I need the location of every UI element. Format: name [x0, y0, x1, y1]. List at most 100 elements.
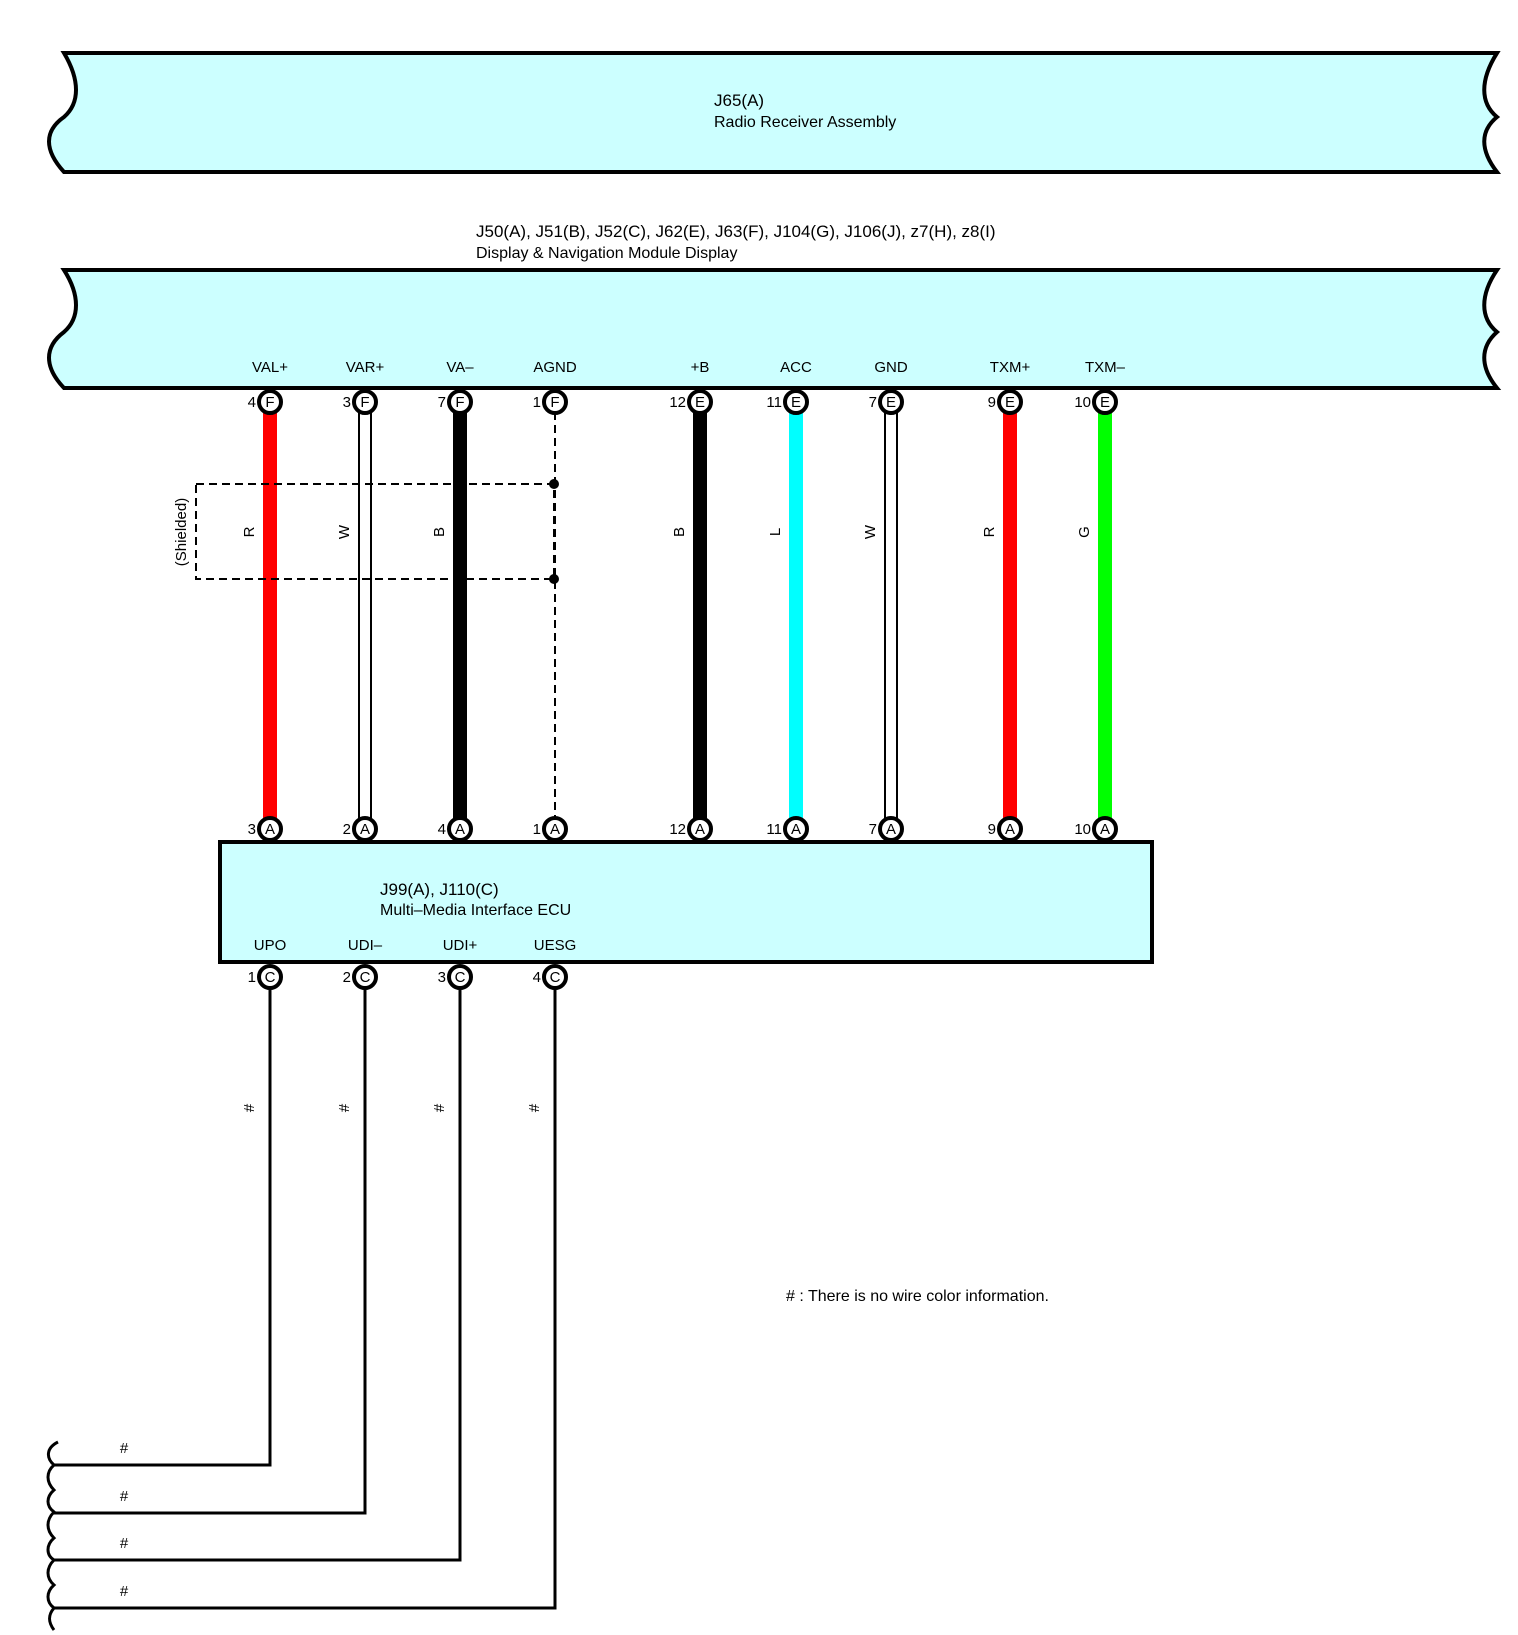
lower-wire-end-label: # [120, 1583, 129, 1600]
lower-pin-connector [352, 964, 378, 990]
top-pin-number: 12 [669, 394, 686, 411]
lower-wire-color-code: # [241, 1103, 258, 1112]
shield-label: (Shielded) [173, 498, 190, 566]
ecu-name: Multi–Media Interface ECU [380, 902, 571, 919]
display-module-codes: J50(A), J51(B), J52(C), J62(E), J63(F), … [476, 222, 996, 241]
lower-wire-color-code: # [431, 1103, 448, 1112]
wire-6: WGND7E7AGND [862, 359, 908, 866]
bottom-pin-number: 10 [1074, 821, 1091, 838]
top-pin-connector [257, 389, 283, 415]
top-signal-label: TXM– [1085, 359, 1126, 376]
top-signal-label: VAL+ [252, 359, 288, 376]
top-pin-connector-letter: E [1005, 394, 1015, 411]
lower-wire-line [54, 988, 557, 1610]
wire-color-code: B [431, 527, 448, 537]
bottom-pin-connector-letter: A [1100, 821, 1110, 838]
wire-color-code: R [241, 526, 258, 537]
top-pin-connector [542, 389, 568, 415]
top-pin-connector [878, 389, 904, 415]
lower-pin-connector-letter: C [550, 969, 561, 986]
bottom-pin-number: 2 [343, 821, 351, 838]
top-pin-connector-letter: E [695, 394, 705, 411]
top-pin-number: 3 [343, 394, 351, 411]
top-pin-connector [352, 389, 378, 415]
shield-box: (Shielded) [173, 479, 559, 584]
top-pin-connector [687, 389, 713, 415]
lower-wire-line [54, 988, 272, 1467]
wire-color-code: R [981, 526, 998, 537]
bottom-pin-connector-letter: A [695, 821, 705, 838]
radio-receiver-code: J65(A) [714, 91, 764, 110]
top-signal-label: +B [691, 359, 710, 376]
wire-color-code: B [671, 527, 688, 537]
top-pin-number: 9 [988, 394, 996, 411]
lower-wire-color-code: # [526, 1103, 543, 1112]
top-pin-connector [1092, 389, 1118, 415]
ecu-panel [218, 840, 1154, 964]
top-pin-connector-letter: F [360, 394, 369, 411]
top-pin-connector-letter: E [1100, 394, 1110, 411]
top-pin-connector [783, 389, 809, 415]
top-pin-number: 7 [869, 394, 877, 411]
top-signal-label: GND [874, 359, 908, 376]
bottom-pin-connector-letter: A [265, 821, 275, 838]
shield-outline [195, 483, 555, 580]
lower-wire-color-code: # [336, 1103, 353, 1112]
bottom-pin-connector-letter: A [886, 821, 896, 838]
wire-3: AGND1F1AUSD1 [533, 359, 577, 866]
top-pin-connector-letter: F [455, 394, 464, 411]
multimedia-interface-ecu: J99(A), J110(C) Multi–Media Interface EC… [218, 840, 1154, 964]
top-pin-connector [997, 389, 1023, 415]
lower-wire-end-label: # [120, 1535, 129, 1552]
top-signal-label: VA– [446, 359, 474, 376]
lower-pin-connector-letter: C [360, 969, 371, 986]
top-pin-number: 10 [1074, 394, 1091, 411]
top-pin-connector-letter: E [886, 394, 896, 411]
bottom-pin-connector-letter: A [1005, 821, 1015, 838]
bottom-pin-number: 7 [869, 821, 877, 838]
lower-wire-line [54, 988, 462, 1562]
wire-color-code: W [336, 524, 353, 539]
top-pin-connector-letter: F [550, 394, 559, 411]
lower-pin-connector [257, 964, 283, 990]
ecu-lower-signal-label: UESG [534, 937, 577, 954]
ecu-codes: J99(A), J110(C) [380, 880, 499, 899]
lower-pin-connector-letter: C [265, 969, 276, 986]
display-navigation-module-panel [47, 268, 1502, 390]
bottom-pin-connector-letter: A [791, 821, 801, 838]
radio-receiver-name: Radio Receiver Assembly [714, 114, 896, 131]
bottom-pin-number: 9 [988, 821, 996, 838]
lower-wire-line [54, 988, 367, 1515]
bottom-pin-number: 11 [766, 821, 782, 838]
shield-junction-bottom [549, 574, 559, 584]
radio-receiver-panel [47, 51, 1502, 174]
wire-color-note: # : There is no wire color information. [786, 1288, 1049, 1305]
bottom-pin-connector-letter: A [455, 821, 465, 838]
shield-junction-top [549, 479, 559, 489]
radio-receiver-assembly: J65(A) Radio Receiver Assembly [47, 51, 1502, 174]
harness-break-symbol [46, 1440, 59, 1631]
lower-pin-connector [542, 964, 568, 990]
lower-pin-number: 4 [533, 969, 541, 986]
lower-pin-connector [447, 964, 473, 990]
lower-wire-end-label: # [120, 1488, 129, 1505]
top-pin-connector-letter: F [265, 394, 274, 411]
top-pin-number: 11 [766, 394, 782, 411]
wire-color-code: G [1076, 526, 1093, 538]
top-signal-label: VAR+ [346, 359, 385, 376]
lower-pin-number: 1 [248, 969, 256, 986]
top-signal-label: ACC [780, 359, 812, 376]
bottom-pin-connector-letter: A [360, 821, 370, 838]
display-module-name: Display & Navigation Module Display [476, 245, 737, 262]
wire-5: LACC11E11AACC [766, 359, 812, 866]
top-pin-connector-letter: E [791, 394, 801, 411]
